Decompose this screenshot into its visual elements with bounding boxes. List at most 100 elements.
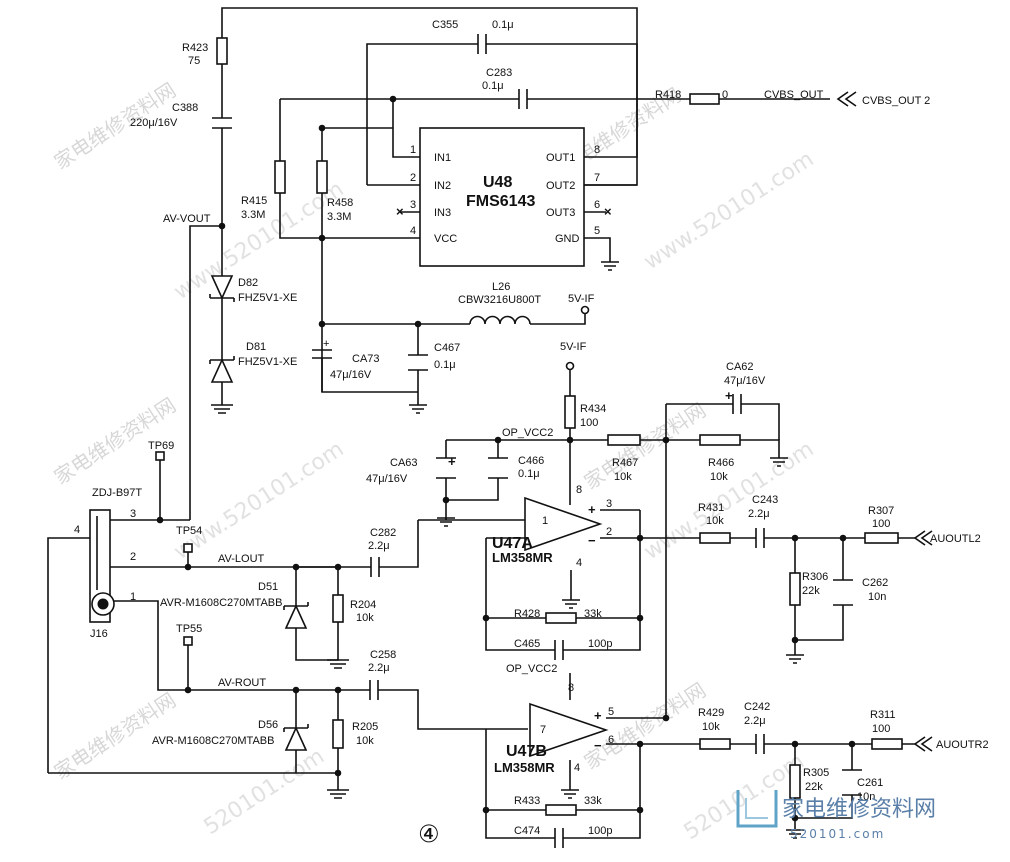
u48-ref: U48 <box>483 174 512 191</box>
u48-pin-vcc: VCC <box>434 233 457 245</box>
j16-pin-number: 3 <box>130 508 136 520</box>
d51-ref: D51 <box>258 581 278 593</box>
c262-value: 10n <box>868 591 886 603</box>
u48-pin-number: 4 <box>410 225 416 237</box>
r433-value: 33k <box>584 795 602 807</box>
c466-ref: C466 <box>518 455 544 467</box>
net-5v-if: 5V-IF <box>568 293 595 305</box>
resistor-r467 <box>607 434 641 446</box>
r205-value: 10k <box>356 735 374 747</box>
logo-title: 家电维修资料网 <box>782 797 936 822</box>
u48-pin-in2: IN2 <box>434 180 451 192</box>
resistor-r205 <box>332 719 344 749</box>
r428-ref: R428 <box>514 608 540 620</box>
r423-value: 75 <box>188 55 200 67</box>
d56-value: AVR-M1608C270MTABB <box>152 735 274 747</box>
u48-pin-out2: OUT2 <box>546 180 575 192</box>
l26-value: CBW3216U800T <box>458 294 541 306</box>
u48-pin-in3: IN3 <box>434 207 451 219</box>
u48-pin-number: 1 <box>410 144 416 156</box>
resistor-r204 <box>332 594 344 623</box>
ca62-ref: CA62 <box>726 361 754 373</box>
c467-ref: C467 <box>434 342 460 354</box>
opamp-minus-sign: − <box>588 533 596 548</box>
r467-ref: R467 <box>612 457 638 469</box>
u48-pin-gnd: GND <box>555 233 580 245</box>
tp54-label: TP54 <box>176 525 202 537</box>
vcc-5v-if-terminal <box>565 361 575 371</box>
resistor-symbols <box>216 37 903 816</box>
r423-ref: R423 <box>182 42 208 54</box>
r466-value: 10k <box>710 471 728 483</box>
c282-value: 2.2μ <box>368 540 390 552</box>
opamp-plus-sign: + <box>588 502 596 517</box>
watermark-text: www.520101.com <box>170 437 349 565</box>
ca63-value: 47μ/16V <box>366 473 408 485</box>
site-logo: 家电维修资料网 520101.com <box>736 790 936 841</box>
labels: R423 75 C388 220μ/16V C355 0.1μ C283 0.1… <box>74 19 989 848</box>
c388-ref: C388 <box>172 102 198 114</box>
r204-value: 10k <box>356 612 374 624</box>
j16-pin-number: 1 <box>130 591 136 603</box>
inductor-l26 <box>469 315 531 325</box>
ca63-ref: CA63 <box>390 457 418 469</box>
polarity-marks: + + + <box>323 338 733 469</box>
logo-mark-icon <box>736 790 778 828</box>
port-symbols <box>565 91 933 752</box>
c261-value: 10n <box>857 791 875 803</box>
page-number: ④ <box>418 820 440 848</box>
r305-value: 22k <box>805 781 823 793</box>
j16-part: ZDJ-B97T <box>92 487 142 499</box>
net-op-vcc2: OP_VCC2 <box>506 663 557 675</box>
nc-mark: × <box>396 204 404 219</box>
c355-ref: C355 <box>432 19 458 31</box>
r415-value: 3.3M <box>241 209 265 221</box>
u47b-pin-number: 8 <box>568 682 574 694</box>
d82-value: FHZ5V1-XE <box>238 292 297 304</box>
r418-ref: R418 <box>655 89 681 101</box>
r418-value: 0 <box>722 89 728 101</box>
junctions <box>156 95 856 822</box>
ca73-ref: CA73 <box>352 353 380 365</box>
ca73-value: 47μ/16V <box>330 369 372 381</box>
r311-ref: R311 <box>870 709 895 721</box>
testpoint-tp55 <box>183 636 193 646</box>
wires <box>47 7 915 839</box>
watermark-text: 家电维修资料网 <box>580 678 710 774</box>
jack-j16 <box>89 509 115 623</box>
j16-ref: J16 <box>90 628 108 640</box>
net-5v-if: 5V-IF <box>560 341 587 353</box>
opamp-minus-sign: − <box>594 738 602 753</box>
r467-value: 10k <box>614 471 632 483</box>
d82-ref: D82 <box>238 277 258 289</box>
r307-ref: R307 <box>868 505 894 517</box>
u47a-pin-number: 1 <box>542 515 548 527</box>
d51-value: AVR-M1608C270MTABB <box>160 597 282 609</box>
resistor-r431 <box>699 532 731 544</box>
ic-u48: IN1 IN2 IN3 VCC OUT1 OUT2 OUT3 GND U48 F… <box>396 127 612 267</box>
c242-value: 2.2μ <box>744 715 766 727</box>
r429-ref: R429 <box>698 707 724 719</box>
u47a-part: LM358MR <box>492 550 553 565</box>
resistor-r428 <box>545 612 577 624</box>
u47b-ref: U47B <box>506 743 547 760</box>
svg-text:+: + <box>323 338 329 350</box>
r205-ref: R205 <box>352 721 378 733</box>
testpoint-tp54 <box>183 543 193 553</box>
c283-value: 0.1μ <box>482 80 504 92</box>
u47b-pin-number: 7 <box>540 724 546 736</box>
net-op-vcc2: OP_VCC2 <box>502 427 553 439</box>
r306-value: 22k <box>802 585 820 597</box>
r434-value: 100 <box>580 417 598 429</box>
vcc-5v-if-terminal <box>580 305 590 315</box>
resistor-r434 <box>564 395 576 429</box>
u48-pin-number: 2 <box>410 172 416 184</box>
l26-ref: L26 <box>492 281 510 293</box>
r433-ref: R433 <box>514 795 540 807</box>
r429-value: 10k <box>702 721 720 733</box>
c474-ref: C474 <box>514 825 540 837</box>
resistor-r306 <box>789 572 801 606</box>
j16-pin-number: 2 <box>130 551 136 563</box>
r434-ref: R434 <box>580 403 606 415</box>
d56-ref: D56 <box>258 719 278 731</box>
